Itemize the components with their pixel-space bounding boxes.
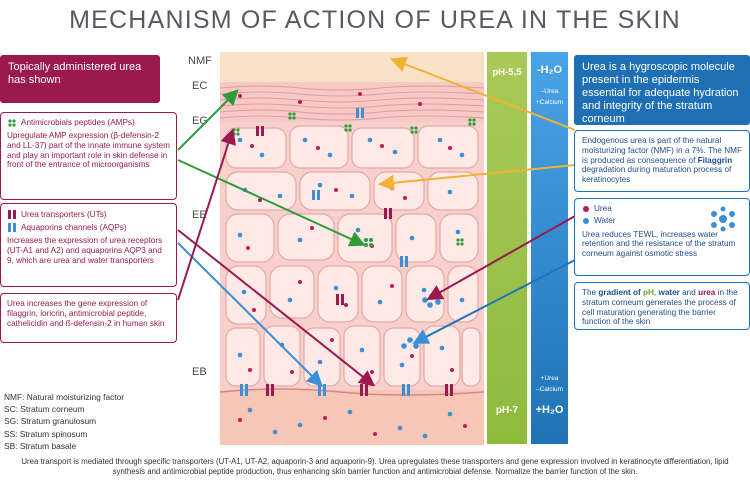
- nmf-box: Endogenous urea is part of the natural m…: [574, 130, 750, 192]
- ut-label: Urea transporters (UTs): [21, 209, 107, 219]
- layer-label-nmf: NMF: [188, 55, 212, 67]
- water-dots: [237, 137, 465, 439]
- aqp-label: Aquaporins channels (AQPs): [21, 222, 127, 232]
- urea-transporters: [256, 126, 453, 396]
- ph-bottom-label: pH-7: [495, 405, 519, 416]
- abbr-sg: SG: Stratum granulosum: [4, 416, 97, 427]
- water-legend-icon: [583, 217, 589, 224]
- urea-legend-label: Urea: [594, 204, 612, 213]
- ph-top-label: pH-5,5: [492, 67, 522, 78]
- water-legend-label: Water: [594, 215, 616, 225]
- arrow-tewl: [426, 215, 576, 300]
- gradient-text-1: The: [582, 288, 599, 297]
- layer-label-eg: EG: [192, 115, 208, 127]
- ph-column: [487, 52, 527, 444]
- gene-text: Urea increases the gene expression of fi…: [7, 299, 165, 328]
- water-bottom-sub1: +Urea: [540, 375, 559, 382]
- aquaporin-icon: [8, 223, 16, 232]
- layer-label-eb: EB: [192, 366, 207, 378]
- abbr-nmf: NMF: Natural moisturizing factor: [4, 392, 125, 402]
- left-header-text: Topically administered urea has shown: [8, 61, 142, 86]
- right-header-box: Urea is a hygroscopic molecule present i…: [574, 55, 750, 125]
- aquaporin-channels: [240, 108, 410, 396]
- gradient-and: and: [679, 288, 699, 297]
- gradient-comma: ,: [653, 288, 659, 297]
- corneum-lines: [219, 85, 485, 121]
- basement-membrane: [219, 388, 485, 396]
- arrow-amp-ee: [177, 159, 366, 247]
- amp-text: Upregulate AMP expression (β-defensin-2 …: [7, 131, 170, 170]
- arrow-gradient: [412, 259, 576, 344]
- left-header-box: Topically administered urea has shown: [0, 55, 160, 103]
- ut-text: Increases the expression of urea recepto…: [7, 236, 163, 265]
- layer-label-ec: EC: [192, 80, 208, 92]
- water-top-sub2: +Calcium: [535, 99, 564, 106]
- corneum-layer: [220, 82, 484, 122]
- arrow-filaggrin: [378, 164, 576, 191]
- arrow-ut-ee: [177, 229, 376, 387]
- gene-box: Urea increases the gene expression of fi…: [0, 293, 177, 343]
- amp-clusters: [232, 112, 476, 247]
- urea-water-box: Urea Water Urea reduces TEWL, increases …: [574, 198, 750, 276]
- abbr-sb: SB: Stratum basale: [4, 440, 77, 451]
- water-top-sub1: –Urea: [540, 88, 559, 95]
- gradient-bold: gradient of: [598, 288, 643, 297]
- urea-dots: [238, 92, 467, 436]
- arrow-aqp-eb: [177, 242, 323, 387]
- page-title: MECHANISM OF ACTION OF UREA IN THE SKIN: [69, 6, 681, 34]
- basale-layer: [220, 390, 484, 445]
- gradient-box: The gradient of pH, water and urea in th…: [574, 282, 750, 330]
- nmf-layer: [220, 52, 484, 82]
- abbreviation-legend: NMF: Natural moisturizing factor SC: Str…: [4, 391, 124, 452]
- abbr-sc: SC: Stratum corneum: [4, 404, 85, 415]
- water-bottom-label: +H₂O: [535, 404, 564, 416]
- abbr-ss: SS: Stratum spinosum: [4, 428, 88, 439]
- tewl-text: Urea reduces TEWL, increases water reten…: [582, 229, 736, 259]
- water-top-label: -H₂O: [536, 64, 563, 76]
- water-molecule-icon: [711, 206, 735, 232]
- amp-label: Antimicrobials peptides (AMPs): [21, 118, 135, 128]
- ut-box: Urea transporters (UTs) Aquaporins chann…: [0, 203, 177, 287]
- nmf-text-2: degradation during maturation process of…: [582, 165, 732, 185]
- gradient-rest: in the stratum corneum generates the pro…: [582, 288, 738, 327]
- urea-legend-icon: [583, 205, 589, 212]
- nmf-text-1: Endogenous urea is part of the natural m…: [582, 136, 742, 165]
- gradient-urea: urea: [698, 288, 716, 297]
- cells: [225, 125, 481, 387]
- footer-note: Urea transport is mediated through speci…: [21, 457, 729, 476]
- gradient-water: water: [658, 288, 680, 297]
- filaggrin-label: Filaggrin: [697, 155, 733, 165]
- right-header-text: Urea is a hygroscopic molecule present i…: [582, 61, 739, 125]
- layer-label-ee: EE: [192, 209, 207, 221]
- amp-icon: [8, 119, 16, 127]
- water-bottom-sub2: –Calcium: [535, 386, 564, 393]
- spinosum-layer: [220, 122, 484, 390]
- amp-box: Antimicrobials peptides (AMPs) Upregulat…: [0, 112, 177, 200]
- urea-transporter-icon: [8, 210, 16, 219]
- gradient-ph: pH: [642, 288, 654, 297]
